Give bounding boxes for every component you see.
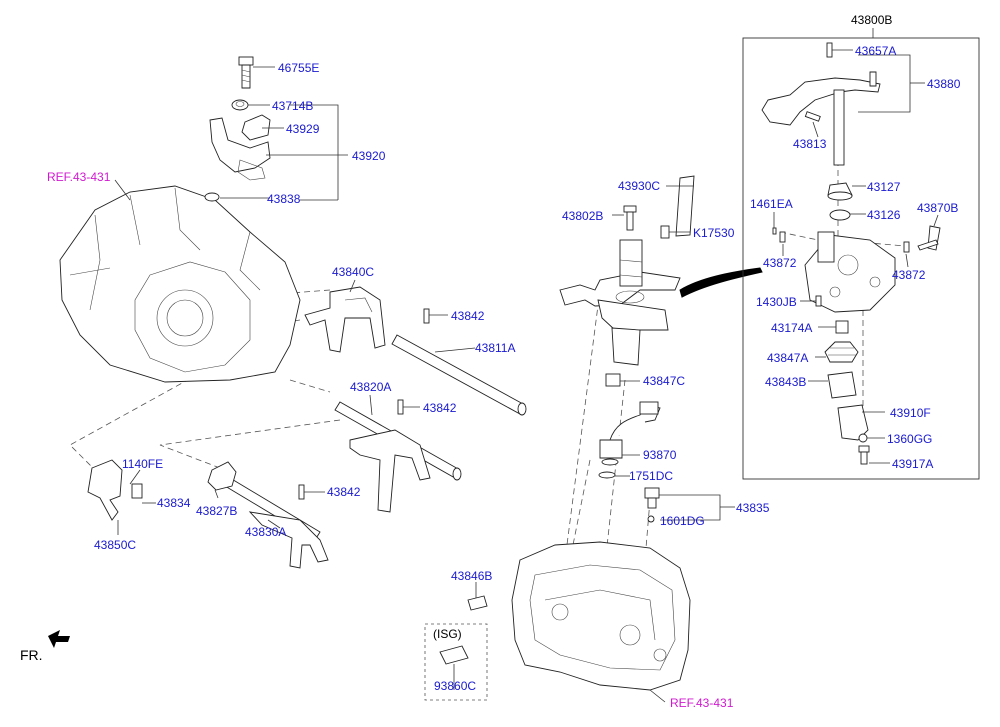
label-43929: 43929 — [286, 122, 320, 136]
label-front: FR. — [20, 647, 43, 663]
ring-1751DC — [598, 471, 616, 479]
label-43813: 43813 — [793, 137, 827, 151]
control-lever-assembly — [559, 239, 681, 366]
label-43846B: 43846B — [451, 569, 492, 583]
label-1430JB: 1430JB — [756, 295, 797, 309]
clutch-housing-case — [59, 185, 301, 383]
lug-43827B — [207, 461, 237, 491]
label-43842-c: 43842 — [327, 485, 361, 499]
label-43842-a: 43842 — [451, 309, 485, 323]
ref-label-bottom: REF.43-431 — [670, 696, 734, 710]
label-93860C: 93860C — [434, 679, 476, 693]
label-43657A: 43657A — [855, 44, 896, 58]
label-43920: 43920 — [352, 149, 386, 163]
sensor-93870 — [599, 401, 661, 466]
bracket-43843B — [827, 371, 857, 399]
pin-1461EA — [772, 227, 777, 235]
label-43802B: 43802B — [562, 209, 603, 223]
plug-43835 — [644, 487, 660, 509]
shift-fork-43840C — [304, 286, 386, 353]
label-43870B: 43870B — [917, 201, 958, 215]
label-43127: 43127 — [867, 180, 901, 194]
pin-K17530 — [660, 225, 670, 239]
pin-43842-a — [423, 308, 430, 324]
black-cable — [679, 267, 763, 298]
lever-43880 — [761, 71, 881, 166]
label-43930C: 43930C — [618, 179, 660, 193]
label-43872-left: 43872 — [763, 256, 797, 270]
label-43174A: 43174A — [771, 321, 812, 335]
label-43847A: 43847A — [767, 351, 808, 365]
bracket-43870B — [917, 225, 941, 251]
leader-lines — [114, 49, 939, 703]
washer-1601DG — [647, 515, 655, 523]
label-1601DG: 1601DG — [660, 514, 705, 528]
label-46755E: 46755E — [278, 61, 319, 75]
label-43872-right: 43872 — [892, 268, 926, 282]
damper-43847C — [605, 373, 621, 387]
bracket-43929 — [209, 114, 271, 181]
label-1751DC: 1751DC — [629, 469, 673, 483]
shift-fork-43830A — [248, 511, 329, 569]
bolt-1140FE — [131, 483, 143, 499]
label-43820A: 43820A — [350, 380, 391, 394]
label-43842-b: 43842 — [423, 401, 457, 415]
label-43847C: 43847C — [643, 374, 685, 388]
pin-43842-b — [397, 399, 404, 415]
pin-43872-right — [903, 241, 910, 253]
pin-43872-left — [779, 231, 786, 243]
label-43840C: 43840C — [332, 265, 374, 279]
label-43850C: 43850C — [94, 538, 136, 552]
label-1140FE: 1140FE — [122, 457, 163, 471]
front-arrow — [48, 630, 70, 648]
clip-43930C — [675, 175, 695, 237]
label-43843B: 43843B — [765, 375, 806, 389]
pin-1430JB — [815, 295, 822, 307]
label-43126: 43126 — [867, 208, 901, 222]
label-43917A: 43917A — [892, 457, 933, 471]
bracket-43850C — [87, 459, 123, 521]
label-isg: (ISG) — [433, 627, 462, 641]
bolt-43802B — [623, 205, 637, 231]
seal-43126 — [829, 209, 851, 221]
pin-43813 — [804, 111, 821, 122]
plug-43846B — [467, 595, 488, 611]
label-43830A: 43830A — [245, 525, 286, 539]
transmission-case — [511, 541, 691, 691]
label-43835: 43835 — [736, 501, 770, 515]
label-K17530: K17530 — [693, 226, 735, 240]
isg-group — [424, 623, 488, 701]
part-labels: 46755E 43714B 43929 43920 43838 REF.43-4… — [20, 13, 961, 710]
label-43811A: 43811A — [475, 341, 515, 355]
label-43714B: 43714B — [272, 99, 313, 113]
washer-43838 — [204, 192, 220, 202]
boot-43847A — [824, 341, 859, 363]
sensor-93860C — [439, 645, 469, 665]
bolt-46755E — [238, 56, 254, 89]
label-1360GG: 1360GG — [887, 432, 932, 446]
bolt-43917A — [858, 445, 870, 465]
shift-fork-43820A — [349, 429, 431, 513]
label-43838: 43838 — [267, 192, 301, 206]
assembly-box-43800B — [742, 28, 980, 480]
pin-43657A — [826, 42, 833, 58]
shift-rail-43811A — [391, 334, 527, 416]
bushing-43714B — [231, 99, 249, 111]
ref-label-top: REF.43-431 — [47, 170, 111, 184]
washer-1360GG — [858, 433, 868, 443]
label-43800B: 43800B — [851, 13, 892, 27]
label-1461EA: 1461EA — [750, 197, 793, 211]
label-43827B: 43827B — [196, 504, 237, 518]
label-43910F: 43910F — [890, 406, 931, 420]
label-43880: 43880 — [927, 77, 961, 91]
boot-43127 — [827, 182, 853, 201]
pin-43842-c — [298, 484, 305, 500]
label-43834: 43834 — [157, 496, 191, 510]
label-93870: 93870 — [643, 448, 677, 462]
bushing-43174A — [835, 320, 849, 334]
